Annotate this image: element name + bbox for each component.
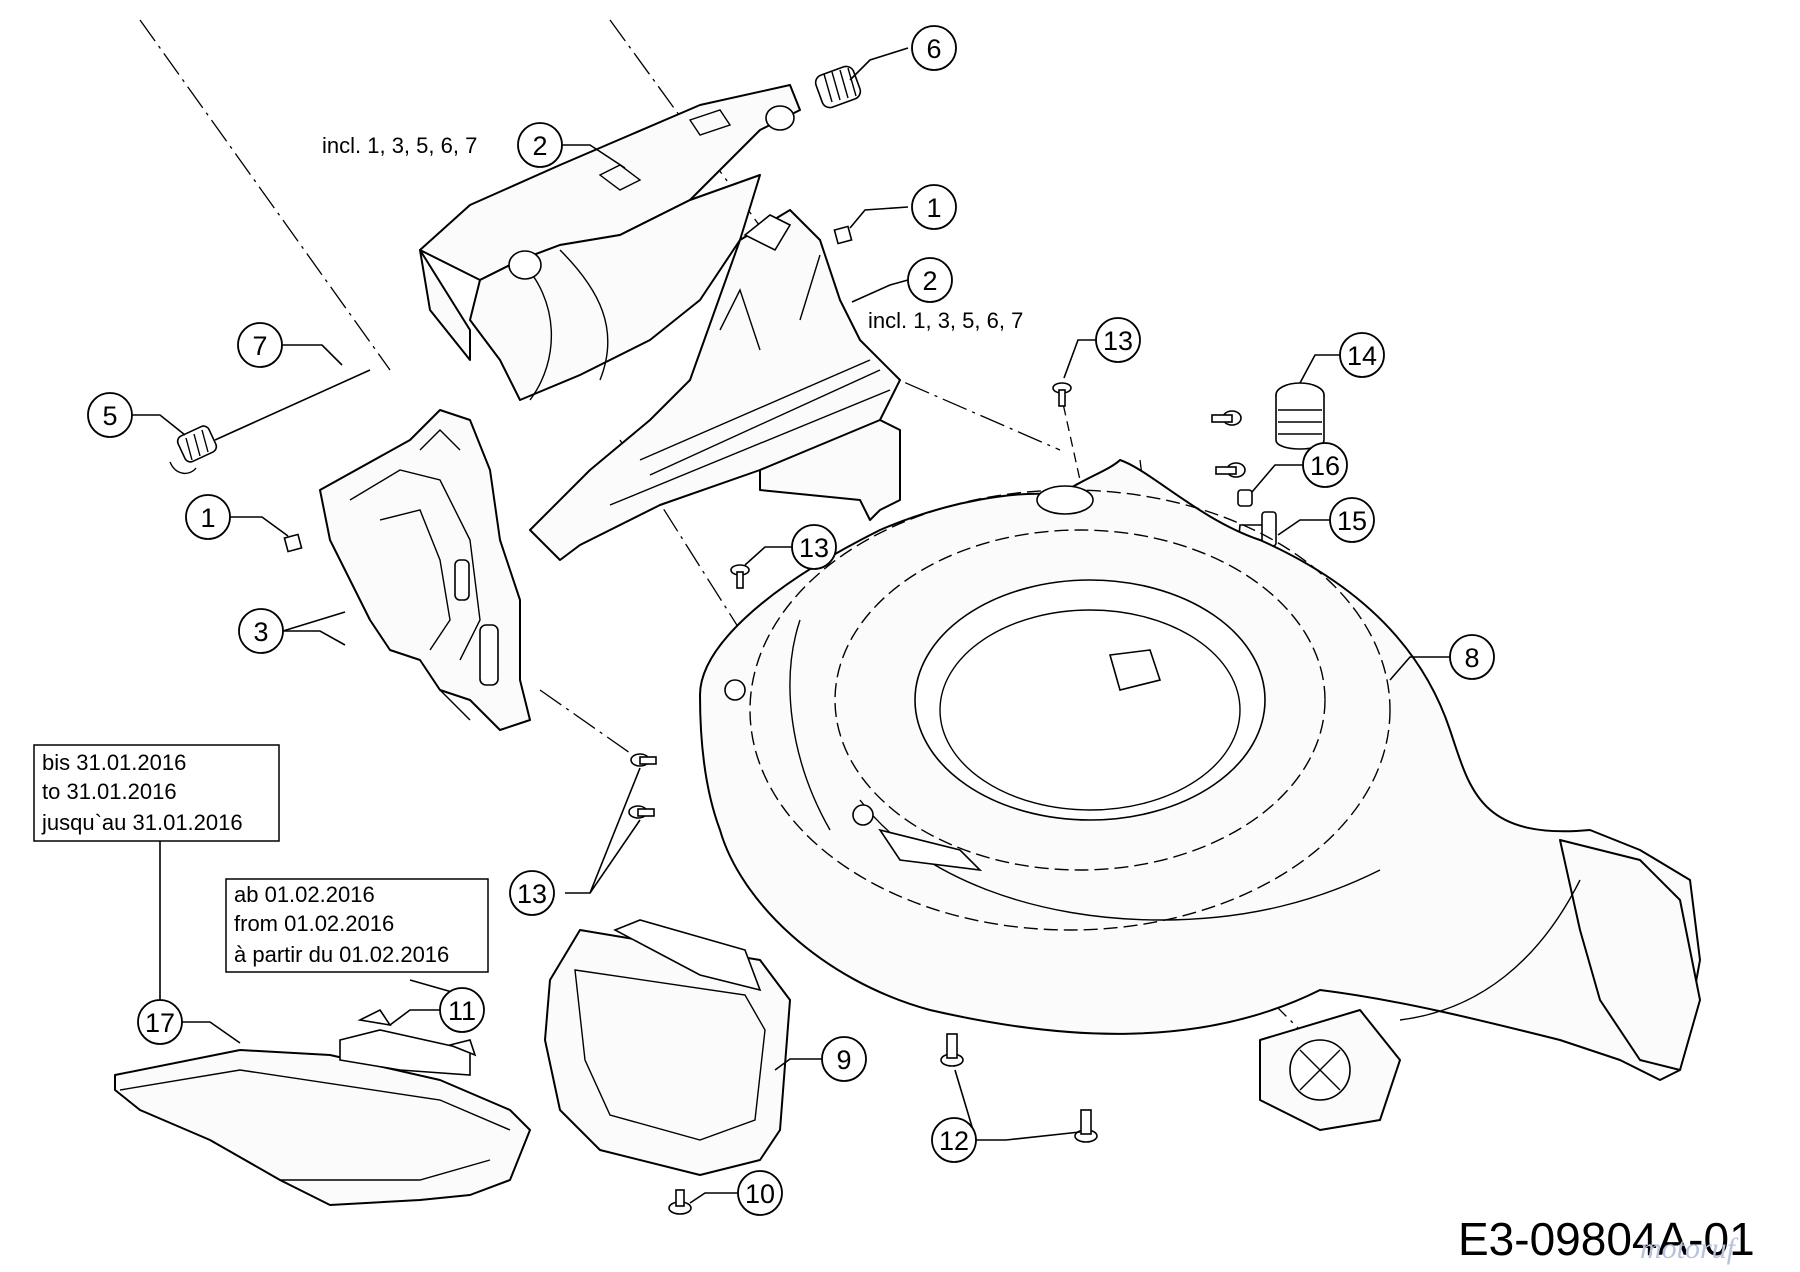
callout-c17: 17 [137, 999, 183, 1045]
callout-c16: 16 [1302, 442, 1348, 488]
callout-c2a: 2 [517, 122, 563, 168]
callout-label: 11 [448, 996, 476, 1026]
bolts-12 [940, 1033, 1098, 1143]
leader-lines [130, 47, 1450, 1204]
callout-label: 13 [1103, 326, 1133, 356]
mulch-plug-17 [114, 1008, 531, 1206]
callout-label: 14 [1347, 341, 1377, 371]
callout-c12: 12 [931, 1117, 977, 1163]
callout-label: 9 [836, 1045, 851, 1075]
callout-label: 17 [145, 1008, 175, 1038]
callout-c13b: 13 [791, 524, 837, 570]
drawing-code: E3-09804A-01 [1458, 1213, 1755, 1265]
rear-flap-upper [419, 84, 801, 401]
callout-c9: 9 [821, 1036, 867, 1082]
callout-label: 3 [253, 617, 268, 647]
callout-label: 12 [939, 1126, 969, 1156]
callout-c7: 7 [237, 322, 283, 368]
screw-10 [668, 1189, 692, 1215]
callout-c14: 14 [1339, 332, 1385, 378]
callout-label: 8 [1464, 643, 1479, 673]
callout-label: 13 [799, 533, 829, 563]
bolts-13 [628, 382, 1072, 819]
callout-c10: 10 [737, 1170, 783, 1216]
date-box-before: bis 31.01.2016 to 31.01.2016 jusqu`au 31… [33, 744, 280, 842]
callout-label: 2 [532, 131, 547, 161]
callout-label: 1 [926, 193, 941, 223]
callout-label: 1 [200, 503, 215, 533]
box-after-line3: à partir du 01.02.2016 [234, 942, 449, 967]
callout-label: 7 [252, 331, 267, 361]
box-before-line2: to 31.01.2016 [42, 779, 177, 804]
side-bracket [319, 409, 531, 731]
box-after-line1: ab 01.02.2016 [234, 882, 375, 907]
callout-c11: 11 [439, 987, 485, 1033]
callout-c5: 5 [87, 392, 133, 438]
rear-frame-lower [529, 209, 901, 561]
callout-label: 16 [1310, 451, 1340, 481]
incl-note-right: incl. 1, 3, 5, 6, 7 [868, 308, 1023, 333]
grass-catcher-9 [544, 919, 791, 1176]
callout-c6: 6 [911, 25, 957, 71]
torsion-spring-top [814, 65, 862, 109]
square-nuts [283, 225, 853, 553]
incl-note-top: incl. 1, 3, 5, 6, 7 [322, 133, 477, 158]
callout-c13a: 13 [1095, 317, 1141, 363]
callout-c15: 15 [1329, 497, 1375, 543]
box-before-line3: jusqu`au 31.01.2016 [41, 810, 243, 835]
callout-c8: 8 [1449, 634, 1495, 680]
watermark-text: motoruf [1640, 1232, 1739, 1265]
box-after-line2: from 01.02.2016 [234, 911, 394, 936]
callout-c2b: 2 [907, 257, 953, 303]
callout-c3: 3 [238, 608, 284, 654]
callout-label: 2 [922, 266, 937, 296]
callout-c13c: 13 [509, 870, 555, 916]
callout-label: 6 [926, 34, 941, 64]
rod-and-spring [169, 369, 371, 475]
callout-label: 13 [517, 879, 547, 909]
date-box-after: ab 01.02.2016 from 01.02.2016 à partir d… [225, 878, 489, 973]
callout-c1a: 1 [911, 184, 957, 230]
box-before-line1: bis 31.01.2016 [42, 750, 186, 775]
mower-deck [699, 459, 1701, 1131]
callout-label: 10 [745, 1179, 775, 1209]
callout-c1b: 1 [185, 494, 231, 540]
callout-label: 15 [1337, 506, 1367, 536]
callout-label: 5 [102, 401, 117, 431]
